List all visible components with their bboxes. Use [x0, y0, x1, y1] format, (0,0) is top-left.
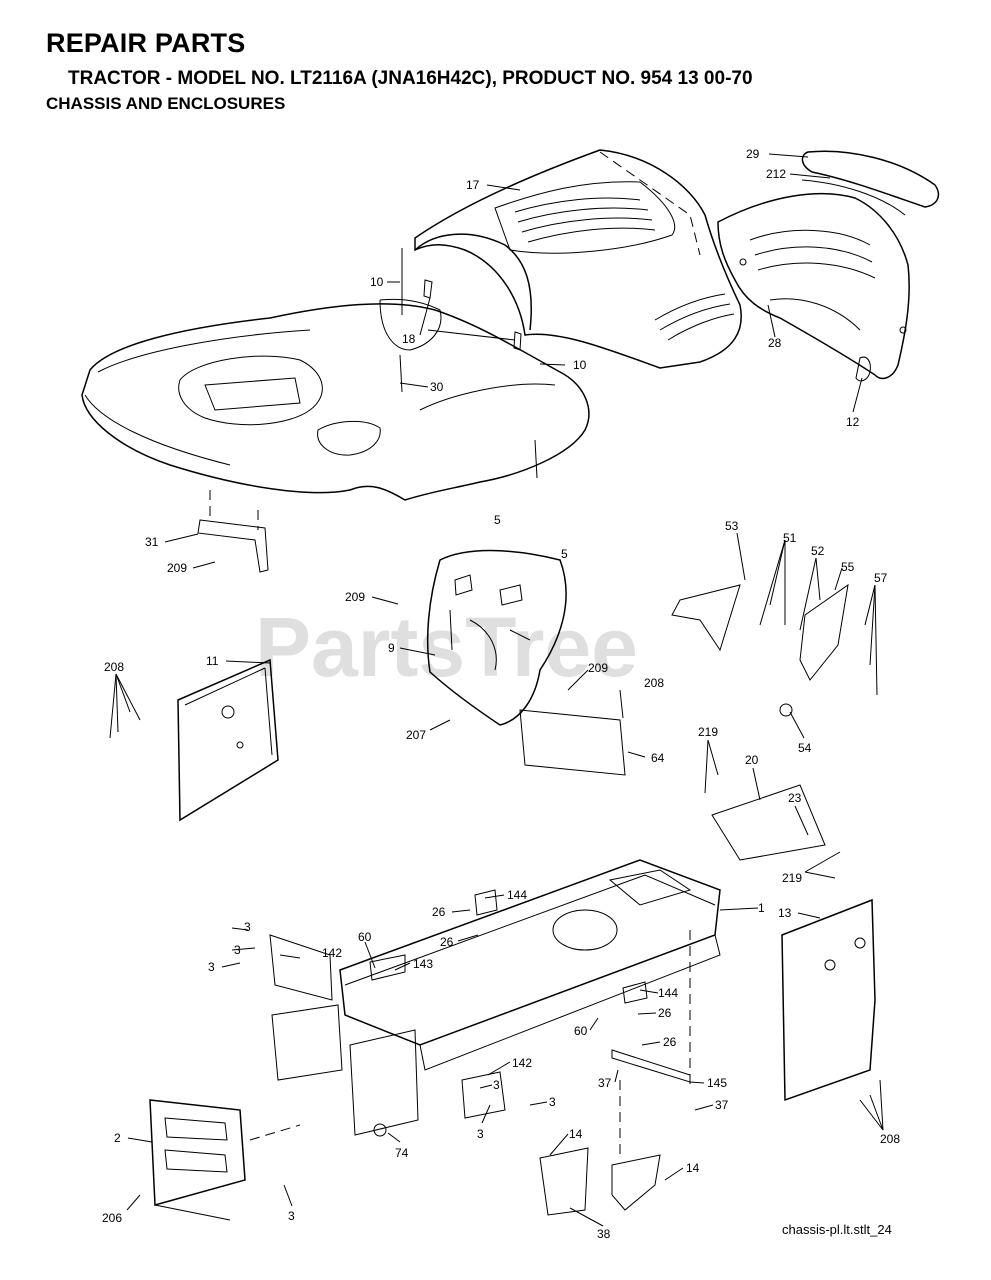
callout-145: 145 — [707, 1076, 727, 1090]
callout-60: 60 — [574, 1024, 588, 1038]
section-title: CHASSIS AND ENCLOSURES — [46, 94, 286, 113]
grille-part — [717, 150, 940, 382]
callout-13: 13 — [778, 906, 792, 920]
callout-12: 12 — [846, 415, 860, 429]
callout-3: 3 — [477, 1127, 484, 1141]
callout-209: 209 — [588, 661, 608, 675]
callout-219: 219 — [782, 871, 802, 885]
callout-labels: 29 212 17 10 18 10 30 28 12 5 5 31 209 2… — [102, 147, 900, 1241]
callout-23: 23 — [788, 791, 802, 805]
callout-3: 3 — [288, 1209, 295, 1223]
callout-3: 3 — [493, 1078, 500, 1092]
leader-lines — [109, 153, 884, 1227]
callout-37: 37 — [715, 1098, 729, 1112]
callout-143: 143 — [413, 957, 433, 971]
callout-206: 206 — [102, 1211, 122, 1225]
callout-26: 26 — [432, 905, 446, 919]
callout-1: 1 — [758, 901, 765, 915]
callout-20: 20 — [745, 753, 759, 767]
callout-64: 64 — [651, 751, 665, 765]
callout-209: 209 — [167, 561, 187, 575]
callout-9: 9 — [388, 641, 395, 655]
callout-209: 209 — [345, 590, 365, 604]
callout-10: 10 — [370, 275, 384, 289]
callout-142: 142 — [322, 946, 342, 960]
callout-57: 57 — [874, 571, 888, 585]
fender-part — [81, 248, 590, 501]
callout-55: 55 — [841, 560, 855, 574]
callout-142: 142 — [512, 1056, 532, 1070]
front-bracket-part — [149, 1099, 246, 1221]
callout-144: 144 — [658, 986, 678, 1000]
callout-74: 74 — [395, 1146, 409, 1160]
callout-37: 37 — [598, 1076, 612, 1090]
callout-3: 3 — [244, 920, 251, 934]
page-title: REPAIR PARTS — [46, 28, 246, 58]
dash-panel-part — [426, 549, 567, 726]
callout-60: 60 — [358, 930, 372, 944]
hood-part — [414, 149, 742, 369]
callout-26: 26 — [663, 1035, 677, 1049]
callout-219: 219 — [698, 725, 718, 739]
callout-3: 3 — [234, 943, 241, 957]
callout-3: 3 — [208, 960, 215, 974]
callout-208: 208 — [104, 660, 124, 674]
callout-29: 29 — [746, 147, 760, 161]
callout-53: 53 — [725, 519, 739, 533]
side-panel-left-part — [177, 658, 279, 822]
callout-14: 14 — [686, 1161, 700, 1175]
callout-2: 2 — [114, 1131, 121, 1145]
callout-18: 18 — [402, 332, 416, 346]
drawing-reference: chassis-pl.lt.stlt_24 — [782, 1222, 892, 1237]
watermark: PartsTree — [255, 600, 638, 694]
callout-17: 17 — [466, 178, 480, 192]
callout-26: 26 — [658, 1006, 672, 1020]
callout-28: 28 — [768, 336, 782, 350]
callout-208: 208 — [880, 1132, 900, 1146]
callout-38: 38 — [597, 1227, 611, 1241]
callout-144: 144 — [507, 888, 527, 902]
callout-207: 207 — [406, 728, 426, 742]
frame-part — [339, 859, 721, 1071]
small-parts — [197, 519, 849, 1216]
callout-10: 10 — [573, 358, 587, 372]
model-subtitle: TRACTOR - MODEL NO. LT2116A (JNA16H42C),… — [68, 68, 753, 89]
callout-5: 5 — [561, 547, 568, 561]
callout-14: 14 — [569, 1127, 583, 1141]
callout-212: 212 — [766, 167, 786, 181]
callout-208: 208 — [644, 676, 664, 690]
side-panel-right-part — [781, 898, 876, 1102]
callout-5: 5 — [494, 513, 501, 527]
callout-54: 54 — [798, 741, 812, 755]
callout-26: 26 — [440, 935, 454, 949]
callout-31: 31 — [145, 535, 159, 549]
callout-3: 3 — [549, 1095, 556, 1109]
guide-lines — [209, 490, 691, 1160]
callout-51: 51 — [783, 531, 797, 545]
callout-52: 52 — [811, 544, 825, 558]
callout-11: 11 — [206, 654, 219, 668]
callout-30: 30 — [430, 380, 444, 394]
